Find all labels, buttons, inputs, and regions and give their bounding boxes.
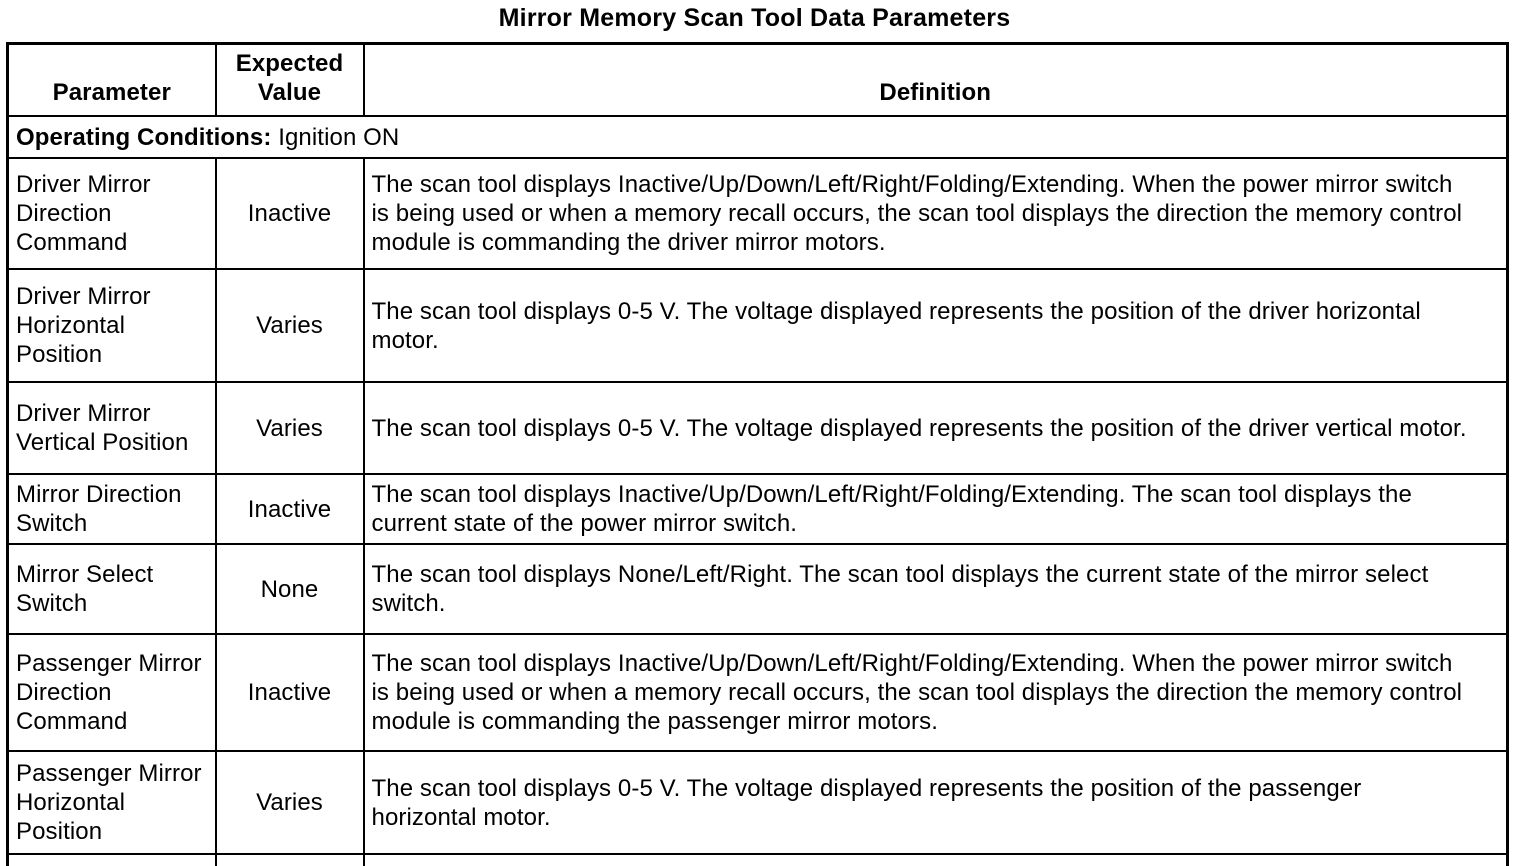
parameter-cell: Passenger Mirror Horizontal Position [6,750,217,855]
definition-cell: The scan tool displays 0-5 V. The voltag… [362,268,1509,383]
table-row: Mirror Direction Switch Inactive The sca… [6,473,1509,545]
page-title: Mirror Memory Scan Tool Data Parameters [498,4,1011,32]
expected-value-cell: Varies [214,268,365,383]
table-row: Passenger Mirror Vertical Position Varie… [6,853,1509,866]
table-row: Passenger Mirror Direction Command Inact… [6,633,1509,752]
parameter-cell: Driver Mirror Vertical Position [6,381,217,475]
expected-value-cell: None [214,543,365,635]
expected-value-cell: Inactive [214,473,365,545]
parameter-cell: Driver Mirror Direction Command [6,157,217,270]
parameter-cell: Passenger Mirror Vertical Position [6,853,217,866]
expected-value-cell: Inactive [214,157,365,270]
expected-value-cell: Inactive [214,633,365,752]
definition-cell: The scan tool displays 0-5 V. The voltag… [362,750,1509,855]
expected-value-cell: Varies [214,853,365,866]
parameter-cell: Driver Mirror Horizontal Position [6,268,217,383]
definition-cell: The scan tool displays Inactive/Up/Down/… [362,157,1509,270]
definition-cell: The scan tool displays Inactive/Up/Down/… [362,633,1509,752]
parameter-cell: Mirror Select Switch [6,543,217,635]
operating-conditions-label: Operating Conditions: [16,123,272,151]
expected-value-cell: Varies [214,750,365,855]
operating-conditions-cell: Operating Conditions: Ignition ON [6,115,1509,159]
table-row: Driver Mirror Direction Command Inactive… [6,157,1509,270]
definition-cell: The scan tool displays 0-5 V. The voltag… [362,381,1509,475]
header-expected-value: Expected Value [214,42,365,117]
definition-cell: The scan tool displays 0-5 V. The voltag… [362,853,1509,866]
table-row: Driver Mirror Horizontal Position Varies… [6,268,1509,383]
parameter-cell: Passenger Mirror Direction Command [6,633,217,752]
table-row: Passenger Mirror Horizontal Position Var… [6,750,1509,855]
expected-value-cell: Varies [214,381,365,475]
header-row: Parameter Expected Value Definition [6,42,1509,117]
header-definition: Definition [362,42,1509,117]
table-row: Driver Mirror Vertical Position Varies T… [6,381,1509,475]
definition-cell: The scan tool displays Inactive/Up/Down/… [362,473,1509,545]
parameter-cell: Mirror Direction Switch [6,473,217,545]
table-row: Mirror Select Switch None The scan tool … [6,543,1509,635]
operating-conditions-value: Ignition ON [278,123,400,151]
table-header: Parameter Expected Value Definition [6,42,1509,117]
definition-cell: The scan tool displays None/Left/Right. … [362,543,1509,635]
header-parameter: Parameter [6,42,217,117]
table-body: Operating Conditions: Ignition ON Driver… [6,115,1509,866]
parameters-table: Parameter Expected Value Definition Oper… [6,42,1509,866]
operating-conditions-row: Operating Conditions: Ignition ON [6,115,1509,159]
